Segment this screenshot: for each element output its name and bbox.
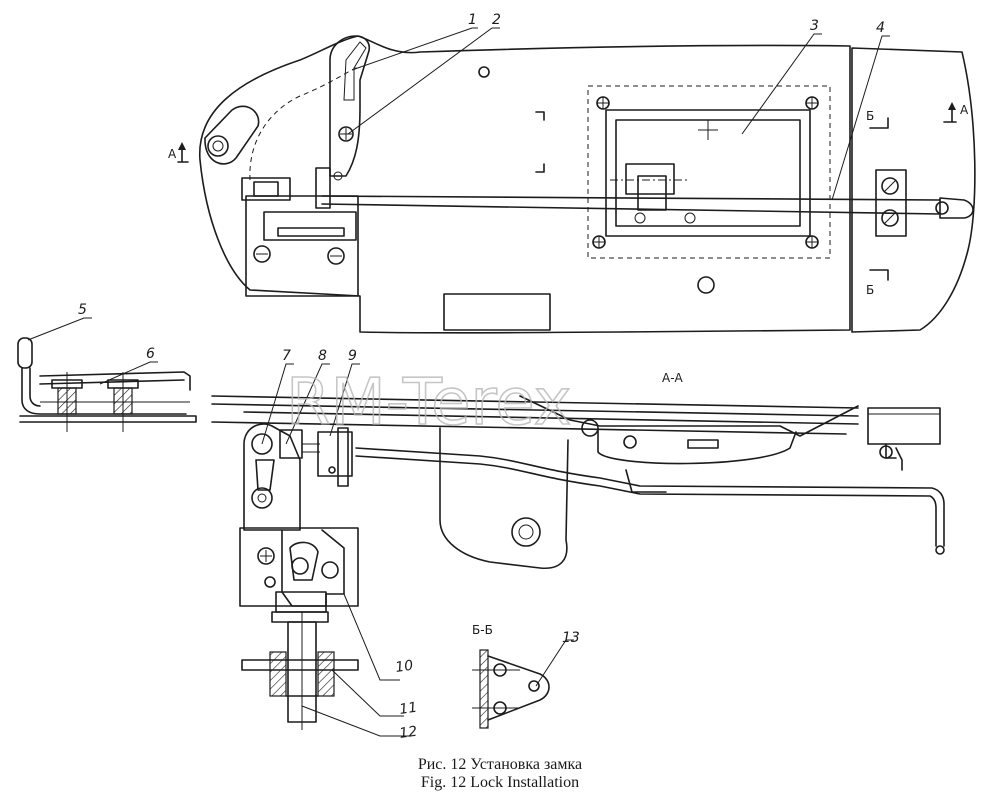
striker-pin xyxy=(241,611,359,730)
callout-1: 1 xyxy=(468,12,477,28)
callout-13: 13 xyxy=(562,630,580,646)
callout-12: 12 xyxy=(398,724,418,742)
callout-7: 7 xyxy=(282,348,291,364)
section-a-left-label: А xyxy=(168,147,177,161)
callout-4: 4 xyxy=(876,20,885,36)
callout-6: 6 xyxy=(146,346,155,362)
callout-8: 8 xyxy=(318,348,327,364)
figure-caption-en: Fig. 12 Lock Installation xyxy=(420,774,580,791)
door-panel-top-view xyxy=(199,35,976,334)
inner-handle-recess xyxy=(587,85,831,259)
lock-body xyxy=(239,527,359,613)
callout-5: 5 xyxy=(78,302,87,318)
watermark: RM-Terex xyxy=(286,366,572,440)
callout-10: 10 xyxy=(394,658,414,676)
section-b-b-view: Б-Б xyxy=(472,623,550,729)
section-a-a-view xyxy=(211,395,945,569)
rod-guide-bracket xyxy=(875,169,907,237)
figure-caption-ru: Рис. 12 Установка замка xyxy=(417,756,583,773)
callout-9: 9 xyxy=(348,348,357,364)
section-markers: А А Б Б xyxy=(168,102,969,297)
control-rod-top xyxy=(321,179,974,219)
callout-2: 2 xyxy=(492,12,501,28)
section-aa-label: А-А xyxy=(662,371,684,385)
latch-lever xyxy=(329,35,371,181)
callout-numbers: 1 2 3 4 5 6 7 8 9 10 11 12 13 xyxy=(78,12,885,742)
section-bb-label: Б-Б xyxy=(472,623,493,637)
section-b-bottom-label: Б xyxy=(866,283,874,297)
hinge xyxy=(204,105,260,165)
callout-3: 3 xyxy=(810,18,819,34)
callout-11: 11 xyxy=(398,700,418,718)
section-b-top-label: Б xyxy=(866,109,874,123)
section-a-right-label: А xyxy=(960,103,969,117)
detail-rod-end xyxy=(17,337,197,432)
leader-lines xyxy=(27,27,890,737)
lock-lever-assembly xyxy=(243,423,353,531)
lock-mechanism-top xyxy=(241,167,359,297)
